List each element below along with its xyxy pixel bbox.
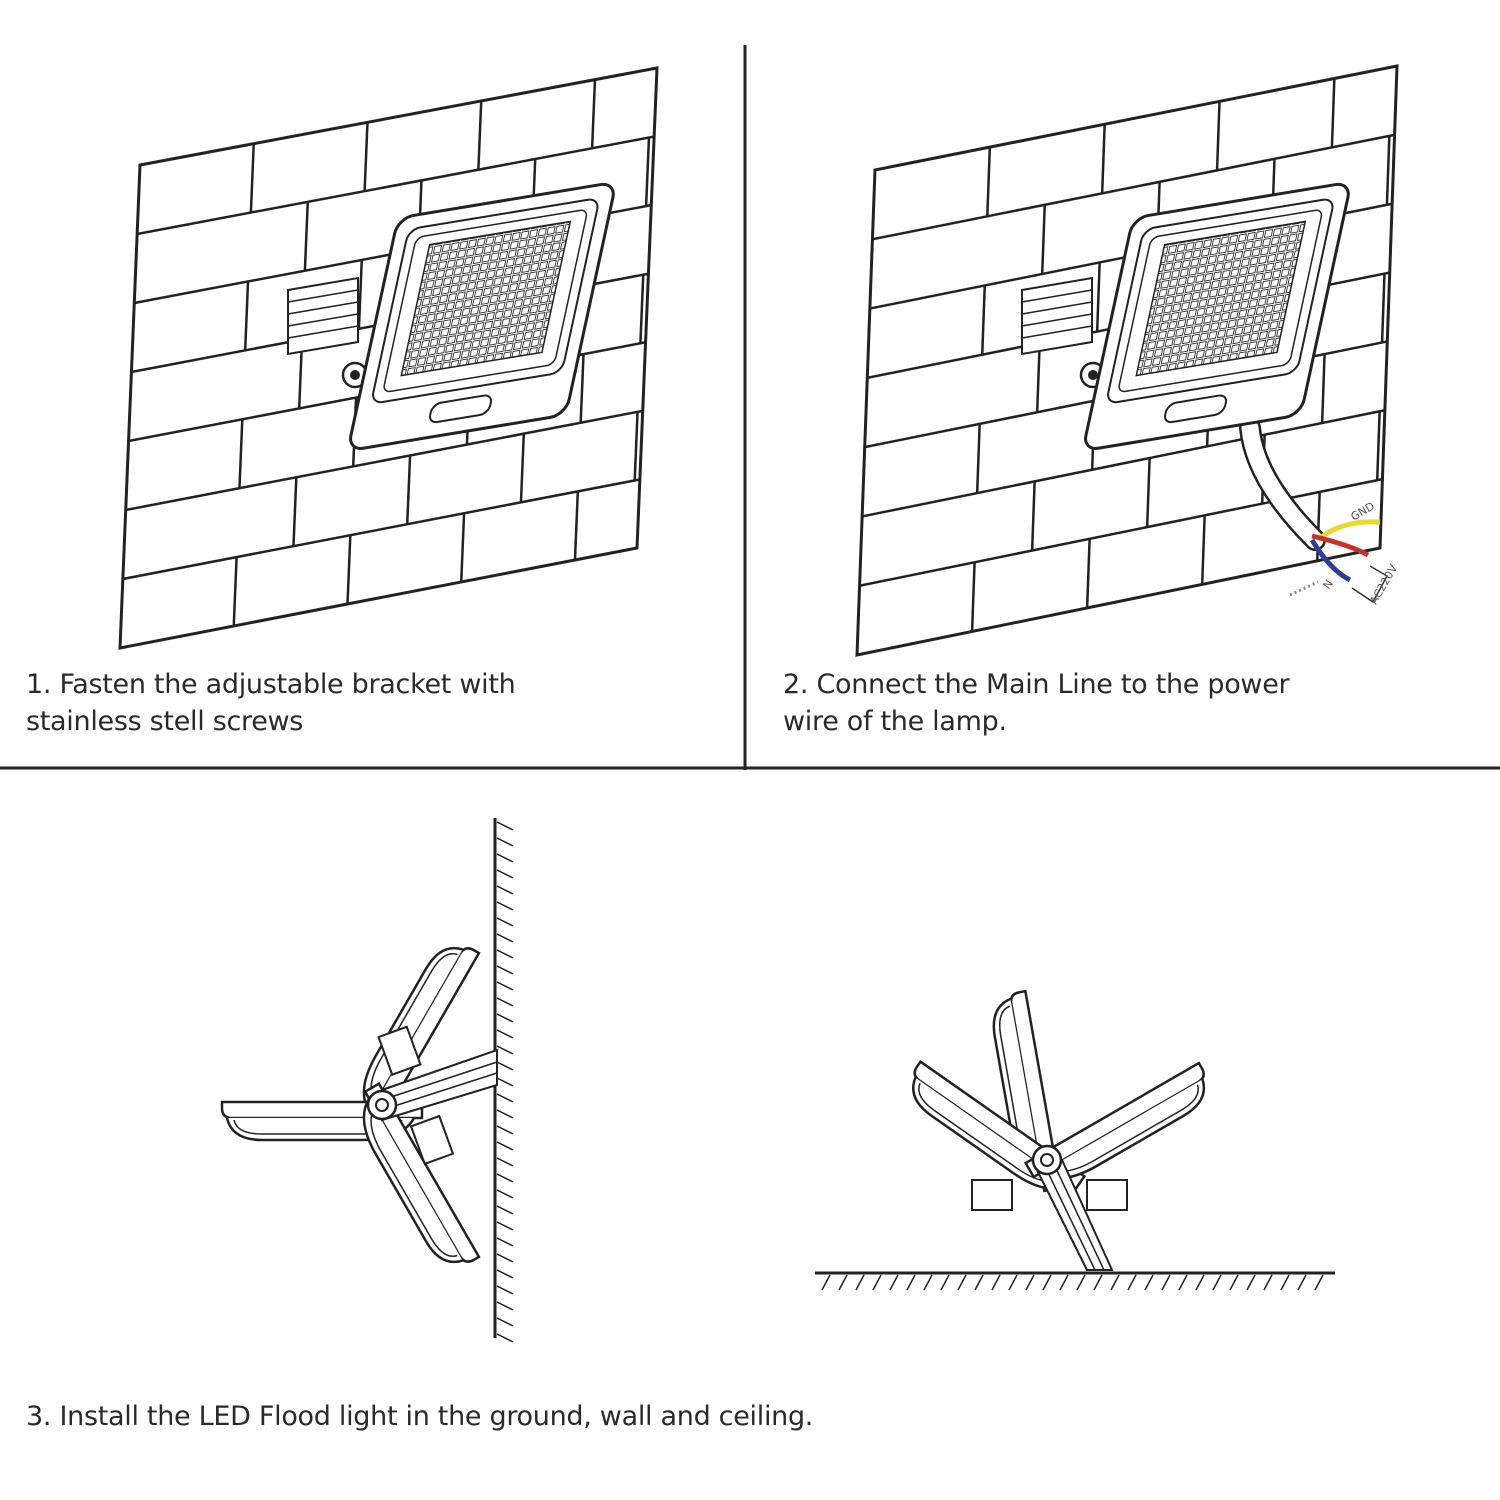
step-1-caption: 1. Fasten the adjustable bracket with st… <box>26 666 666 740</box>
flood-light-step2 <box>1021 180 1389 604</box>
live-wire <box>1311 533 1370 558</box>
step-number: 1. <box>26 669 52 700</box>
ground-mount-illustration <box>815 989 1335 1291</box>
step-text: wire of the lamp. <box>783 706 1007 737</box>
step-number: 3. <box>26 1401 52 1432</box>
step-number: 2. <box>783 669 809 700</box>
step-text: Fasten the adjustable bracket with <box>59 669 516 700</box>
neutral-wire <box>1309 538 1352 583</box>
step-text: Install the LED Flood light in the groun… <box>59 1401 814 1432</box>
step-text: Connect the Main Line to the power <box>816 669 1290 700</box>
step-text: stainless stell screws <box>26 706 304 737</box>
step-2-caption: 2. Connect the Main Line to the power wi… <box>783 666 1423 740</box>
wall-mount-illustration <box>220 818 514 1343</box>
flood-light-step1 <box>287 180 618 453</box>
step-3-caption: 3. Install the LED Flood light in the gr… <box>26 1398 1026 1435</box>
